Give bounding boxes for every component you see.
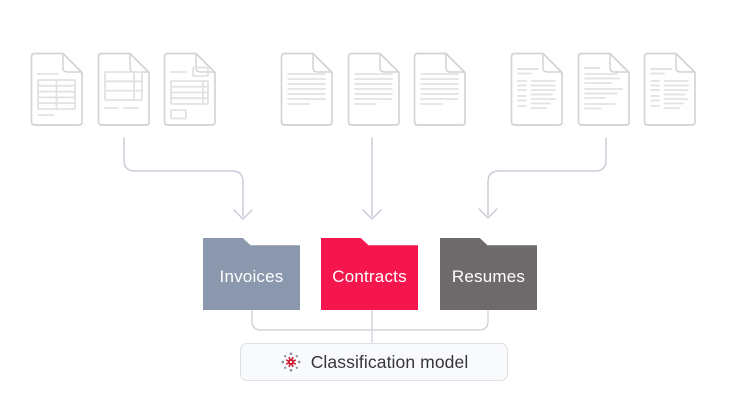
folder-contracts-label: Contracts — [332, 267, 407, 286]
arrow-contracts-head — [362, 209, 382, 220]
folder-invoices: Invoices — [203, 238, 300, 310]
classification-model-label: Classification model — [310, 351, 469, 372]
arrow-invoices-line — [123, 137, 244, 217]
resume-two-column-document-icon — [510, 52, 563, 126]
folder-join-bracket — [251, 310, 489, 331]
arrow-resumes-line — [487, 137, 607, 216]
arrow-resumes-head — [478, 208, 498, 219]
resume-two-column-document-icon — [643, 52, 696, 126]
invoice-grid-document-icon — [97, 52, 150, 126]
folder-resumes-label: Resumes — [451, 267, 526, 286]
folder-invoices-label: Invoices — [219, 267, 284, 286]
resume-text-document-icon — [577, 52, 630, 126]
folder-resumes: Resumes — [440, 238, 537, 310]
folder-contracts: Contracts — [321, 238, 418, 310]
classification-model-icon — [281, 352, 301, 372]
invoice-form-document-icon — [163, 52, 216, 126]
contract-text-document-icon — [413, 52, 466, 126]
classification-model-icon — [280, 351, 302, 373]
arrow-invoices-head — [233, 209, 253, 220]
contract-text-document-icon — [347, 52, 400, 126]
contract-text-document-icon — [280, 52, 333, 126]
invoice-table-document-icon — [30, 52, 83, 126]
classification-model-chip: Classification model — [240, 343, 508, 381]
